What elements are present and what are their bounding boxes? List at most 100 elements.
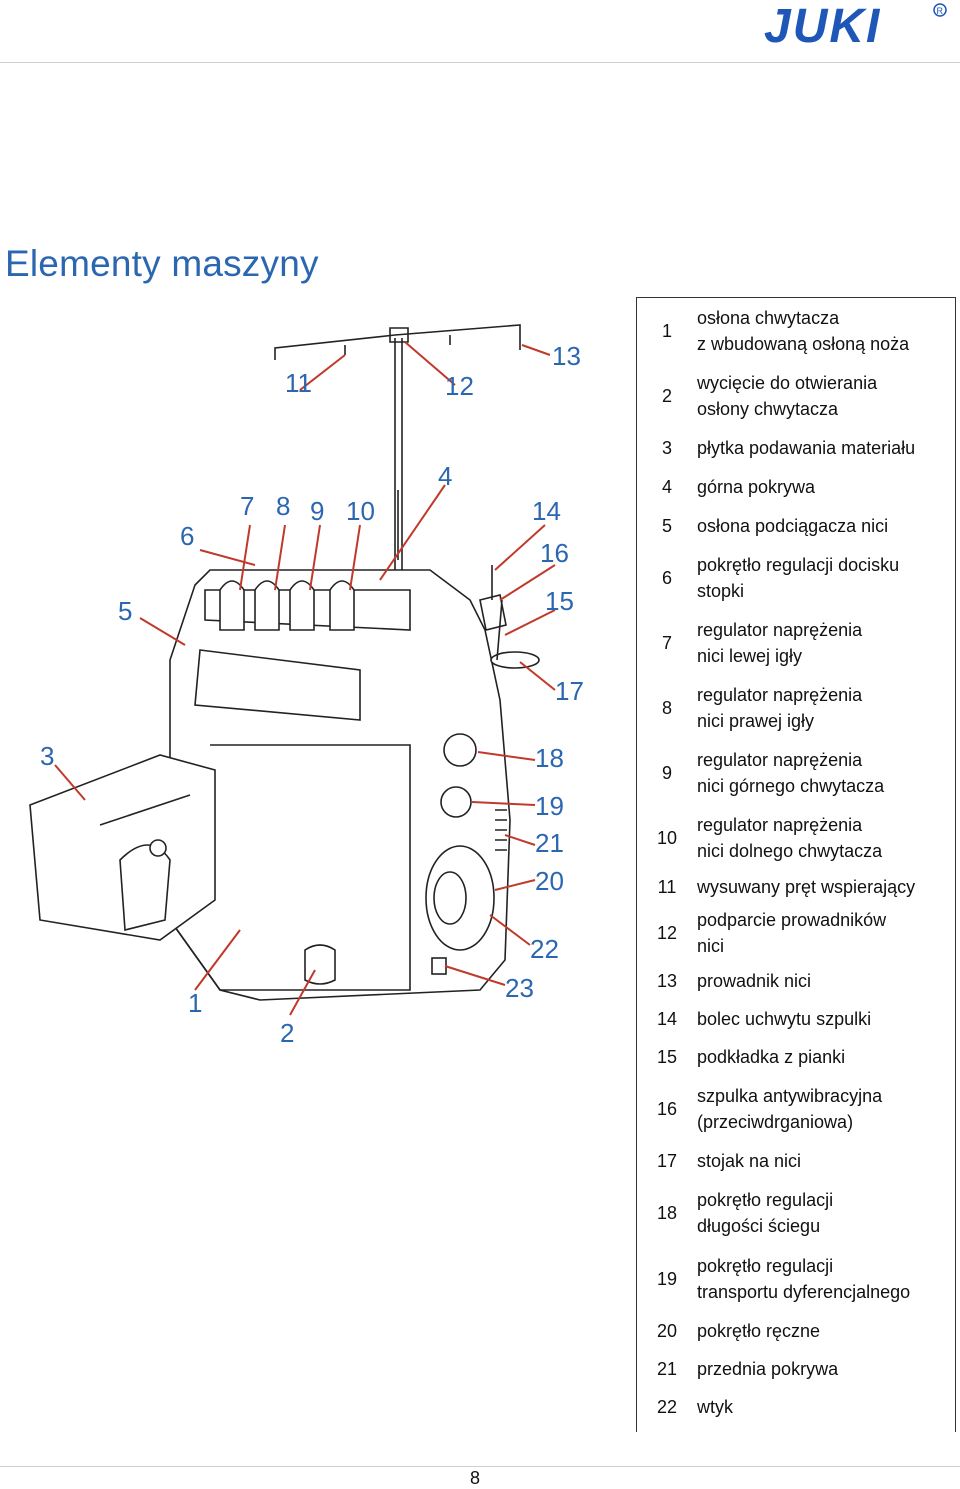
juki-logo-mark: JUKI R: [702, 0, 952, 53]
legend-description: bolec uchwytu szpulki: [697, 1009, 872, 1029]
legend-row: 15 podkładka z pianki: [637, 1038, 955, 1076]
legend-description: pokrętło regulacji docisku stopki: [697, 554, 900, 601]
header-divider: [0, 62, 960, 63]
callout-2: 2: [280, 1018, 294, 1048]
legend-row: 17 stojak na nici: [637, 1142, 955, 1180]
legend-description: pokrętło regulacji długości ściegu: [697, 1190, 834, 1236]
callout-3: 3: [40, 741, 54, 771]
footer-divider: [0, 1466, 960, 1467]
legend-number: 6: [661, 567, 672, 588]
legend-description: górna pokrywa: [697, 476, 816, 497]
legend-row: 19 pokrętło regulacji transportu dyferenc…: [637, 1246, 955, 1312]
legend-description: regulator naprężenia nici dolnego chwyta…: [697, 814, 883, 861]
legend-row: 18 pokrętło regulacji długości ściegu: [637, 1180, 955, 1246]
machine-illustration: 1 2 3 4 5 6 7 8 9 10 11 12 13 14 16 15 1…: [0, 300, 640, 1080]
legend-number: 22: [656, 1397, 678, 1417]
legend-description: szpulka antywibracyjna (przeciwdrganiowa…: [697, 1086, 883, 1132]
legend-number: 11: [657, 877, 677, 897]
callout-16: 16: [540, 538, 569, 568]
legend-number: 15: [656, 1047, 678, 1067]
legend-number: 17: [656, 1151, 678, 1171]
callout-17: 17: [555, 676, 584, 706]
callout-6: 6: [180, 521, 194, 551]
legend-row: 9 regulator naprężenia nici górnego chwyt…: [637, 740, 955, 805]
legend-description: regulator naprężenia nici prawej igły: [697, 684, 863, 731]
callout-18: 18: [535, 743, 564, 773]
leader-lines: [54, 341, 556, 1016]
legend-description: przednia pokrywa: [697, 1359, 839, 1379]
legend-row: 3 płytka podawania materiału: [637, 428, 955, 467]
legend-row: 5 osłona podciągacza nici: [637, 506, 955, 545]
legend-number: 20: [656, 1321, 678, 1341]
legend-description: podparcie prowadników nici: [697, 910, 887, 956]
legend-row: 21 przednia pokrywa: [637, 1350, 955, 1388]
legend-number: 5: [661, 515, 672, 536]
page-title: Elementy maszyny: [5, 242, 319, 284]
callout-numbers: 1 2 3 4 5 6 7 8 9 10 11 12 13 14 16 15 1…: [40, 341, 584, 1048]
juki-logo: JUKI R: [702, 0, 952, 53]
callout-12: 12: [445, 371, 474, 401]
legend-number: 14: [656, 1009, 678, 1029]
logo-text: JUKI: [764, 0, 881, 50]
callout-5: 5: [118, 596, 132, 626]
callout-13: 13: [552, 341, 581, 371]
callout-23: 23: [505, 973, 534, 1003]
legend-description: płytka podawania materiału: [697, 437, 916, 458]
callout-20: 20: [535, 866, 564, 896]
legend-description: wycięcie do otwierania osłony chwytacza: [697, 372, 878, 419]
legend-number: 7: [661, 632, 672, 653]
legend-number: 21: [656, 1359, 678, 1379]
legend-number: 9: [661, 762, 672, 783]
serger-drawing: 1 2 3 4 5 6 7 8 9 10 11 12 13 14 16 15 1…: [29, 324, 584, 1048]
machine-body-drawing: [169, 565, 540, 1001]
legend-number: 10: [656, 827, 678, 848]
legend-number: 19: [656, 1269, 678, 1289]
legend-row: 8 regulator naprężenia nici prawej igły: [637, 675, 955, 740]
legend-number: 8: [661, 697, 672, 718]
legend-description: regulator naprężenia nici lewej igły: [697, 619, 863, 666]
legend-number: 13: [656, 971, 678, 991]
callout-21: 21: [535, 828, 564, 858]
callout-1: 1: [188, 988, 202, 1018]
legend-description: stojak na nici: [697, 1151, 802, 1171]
callout-8: 8: [276, 491, 290, 521]
legend-row: 13 prowadnik nici: [637, 962, 955, 1000]
callout-7: 7: [240, 491, 254, 521]
legend-number: 12: [656, 923, 678, 943]
legend-description: wysuwany pręt wspierający: [697, 877, 916, 897]
thread-stand-drawing: [274, 324, 521, 570]
legend-row: 12 podparcie prowadników nici: [637, 904, 955, 962]
legend-row: 10 regulator naprężenia nici dolnego chwy…: [637, 805, 955, 870]
legend-description: osłona podciągacza nici: [697, 515, 889, 536]
legend-row: 11 wysuwany pręt wspierający: [637, 870, 955, 904]
callout-10: 10: [346, 496, 375, 526]
callout-14: 14: [532, 496, 561, 526]
legend-number: 1: [661, 320, 672, 341]
legend-row: 6 pokrętło regulacji docisku stopki: [637, 545, 955, 610]
callout-15: 15: [545, 586, 574, 616]
legend-description: regulator naprężenia nici górnego chwyta…: [697, 749, 885, 796]
callout-11: 11: [285, 368, 312, 398]
page-number: 8: [470, 1468, 481, 1488]
machine-bed-drawing: [29, 754, 216, 941]
legend-description: pokrętło ręczne: [697, 1321, 821, 1341]
callout-19: 19: [535, 791, 564, 821]
legend-row: 14 bolec uchwytu szpulki: [637, 1000, 955, 1038]
callout-4: 4: [438, 461, 452, 491]
svg-text:R: R: [937, 6, 944, 16]
legend-description: podkładka z pianki: [697, 1047, 846, 1067]
callout-9: 9: [310, 496, 324, 526]
legend-row: 20 pokrętło ręczne: [637, 1312, 955, 1350]
legend-description: prowadnik nici: [697, 971, 812, 991]
callout-22: 22: [530, 934, 559, 964]
legend-row: 7 regulator naprężenia nici lewej igły: [637, 610, 955, 675]
legend-number: 18: [656, 1203, 678, 1223]
legend-description: pokrętło regulacji transportu dyferencja…: [697, 1256, 911, 1302]
legend-number: 3: [661, 437, 672, 458]
